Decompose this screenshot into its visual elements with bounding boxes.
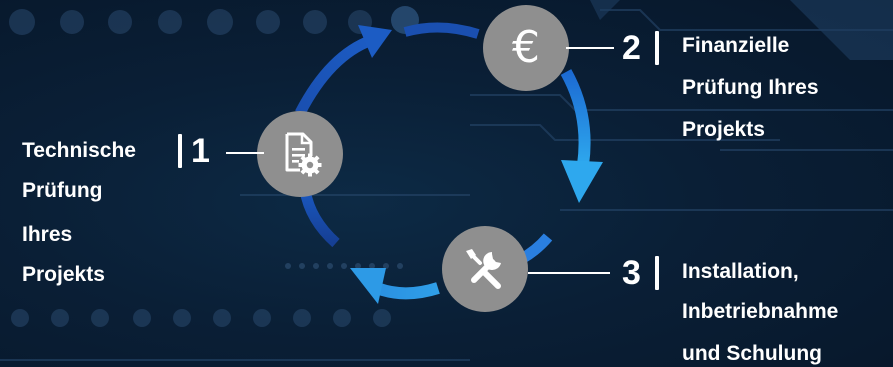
arrowhead-right	[561, 160, 603, 203]
step-3-label: Installation, Inbetriebnahme und Schulun…	[682, 261, 838, 364]
step-2-label: Finanzielle Prüfung Ihres Projekts	[682, 35, 819, 140]
step-1-label: Technische Prüfung Ihres Projekts	[22, 140, 136, 285]
connector-step-3	[528, 272, 610, 274]
step-3-separator	[655, 256, 659, 290]
document-gear-icon	[285, 132, 322, 177]
arrow-step2-to-step3	[560, 69, 591, 166]
step-2-node: €	[483, 5, 569, 91]
arrowhead-bottom-left	[350, 268, 386, 304]
step-1-number: 1	[191, 132, 210, 170]
step-3-label-line: Installation,	[682, 260, 799, 283]
step-1-label-line: Projekts	[22, 263, 105, 286]
step-1-label-line: Technische	[22, 139, 136, 162]
step-2-number: 2	[622, 29, 641, 67]
step-3-number: 3	[622, 254, 641, 292]
step-2-separator	[655, 31, 659, 65]
step-1-separator	[178, 134, 182, 168]
step-3-node	[442, 226, 528, 312]
step-1-node	[257, 111, 343, 197]
step-2-label-line: Prüfung Ihres	[682, 76, 819, 99]
wrench-screwdriver-icon	[466, 249, 501, 289]
step-2-label-line: Projekts	[682, 118, 765, 141]
step-1-label-line: Ihres	[22, 223, 73, 246]
step-3-label-line: Inbetriebnahme	[682, 300, 839, 323]
step-1-label-line: Prüfung	[22, 179, 103, 202]
arrowhead-upper-left	[358, 25, 392, 58]
connector-step-2	[566, 47, 614, 49]
connector-step-1	[226, 152, 264, 154]
euro-icon: €	[512, 22, 540, 73]
arrow-step1-to-step2	[295, 34, 375, 116]
step-3-label-line: und Schulung	[682, 342, 822, 365]
step-2-label-line: Finanzielle	[682, 34, 790, 57]
